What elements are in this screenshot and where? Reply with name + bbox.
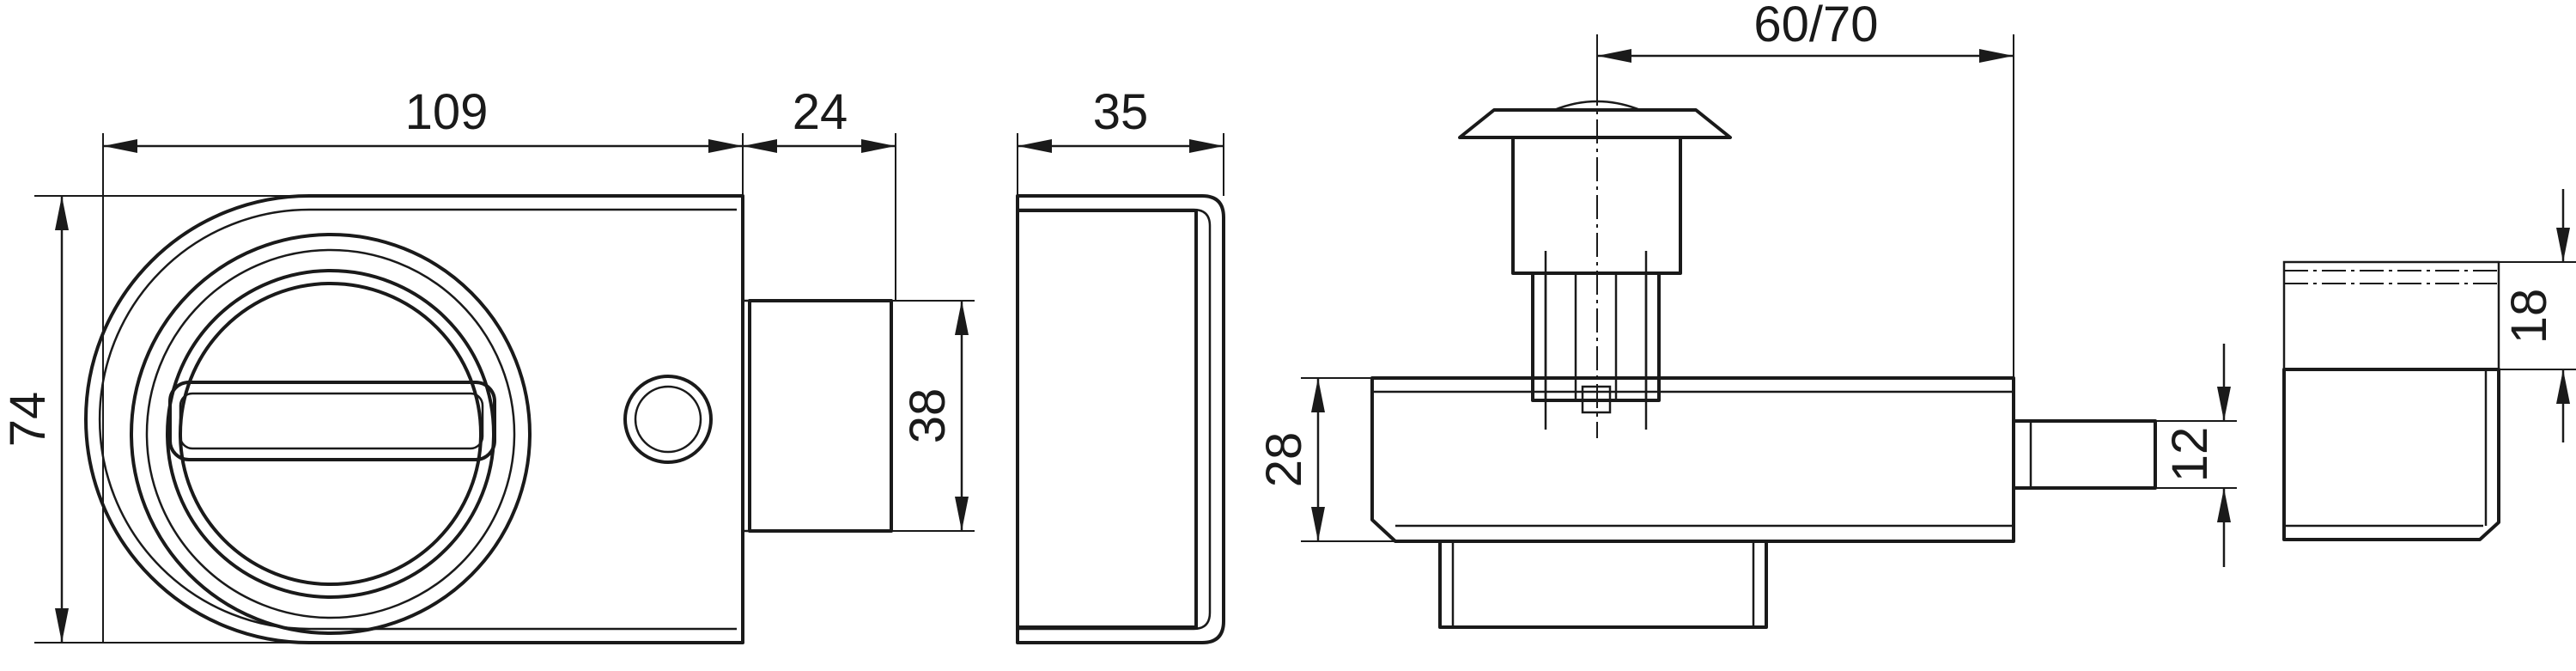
lock-body: [1370, 376, 2015, 543]
front-bolt: [748, 299, 893, 533]
rose-outer-ring: [130, 233, 532, 635]
top-dimensions: 60/70 28 12: [1256, 0, 2237, 567]
top-bolt: [2012, 419, 2157, 490]
rose-inner-ring: [166, 269, 495, 599]
knob-disc: [179, 282, 483, 586]
keeper-top-part: [2282, 260, 2500, 371]
keeper-view: [2282, 260, 2500, 541]
side-face: [1016, 209, 1198, 629]
dim-front-width: 109: [405, 84, 489, 140]
keeper-dimensions: 18: [2499, 189, 2576, 442]
rose-middle-ring: [145, 248, 516, 619]
dim-bolt-thickness: 12: [2162, 427, 2218, 483]
side-inner-profile: [1018, 208, 1212, 631]
key-button-outer: [623, 375, 713, 464]
lock-base: [1438, 540, 1768, 629]
thumb-turn-handle-inner: [179, 392, 484, 450]
cylinder-shaft: [1531, 271, 1661, 402]
side-dimensions: 35: [1017, 84, 1224, 196]
top-view: [1370, 82, 2157, 629]
dim-body-height: 28: [1256, 432, 1312, 488]
side-view: [1016, 194, 1225, 644]
dim-bolt-projection: 24: [793, 84, 848, 140]
side-outer-profile: [1016, 194, 1225, 644]
front-housing: [84, 194, 744, 644]
dim-keeper-height: 18: [2501, 289, 2557, 345]
keeper-body: [2282, 368, 2500, 541]
front-housing-inner: [98, 208, 737, 631]
thumb-turn-handle: [168, 381, 496, 461]
dim-cylinder-length: 60/70: [1753, 0, 1878, 52]
key-button-inner: [634, 385, 702, 454]
dim-bolt-height: 38: [900, 388, 956, 444]
cylinder-cap: [1458, 108, 1732, 139]
dim-side-depth: 35: [1093, 84, 1149, 140]
dim-front-height: 74: [0, 392, 56, 448]
front-view: [84, 194, 893, 644]
front-dimensions: 109 24 74 38: [0, 84, 975, 644]
